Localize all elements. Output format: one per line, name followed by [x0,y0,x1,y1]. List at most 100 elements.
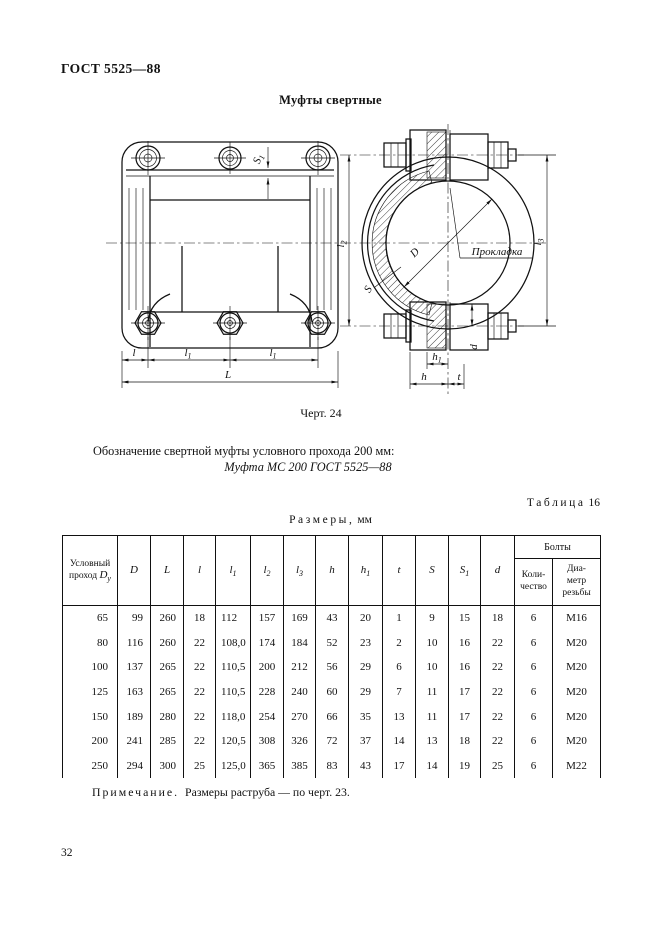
table-cell: 17 [448,704,481,729]
table-cell: 326 [283,728,316,754]
table-cell: 29 [348,679,383,705]
table-cell: 17 [448,679,481,705]
table-cell: 29 [348,655,383,680]
table-cell: 250 [62,753,118,779]
table-cell: М20 [551,728,602,754]
table-note: Примечание. Размеры раструба — по черт. … [92,785,350,799]
table-cell: 163 [117,679,151,705]
figure-drawing: S1 l l1 l1 L l2 D S [106,124,556,396]
col-header-D: D [117,535,151,606]
col-header-l2: l2 [250,535,284,606]
dim-label-t: t [457,371,461,383]
table-cell: 22 [480,679,515,705]
table-cell: 300 [150,753,184,779]
standard-number: ГОСТ 5525—88 [61,61,161,76]
dim-label-l: l [132,347,135,359]
table-cell: 7 [382,679,416,705]
col-header-S1: S1 [448,535,481,606]
table-cell: 37 [348,728,383,754]
table-cell: 56 [315,655,349,680]
table-cell: 6 [514,605,553,631]
col-header-h1: h1 [348,535,383,606]
table-cell: 52 [315,630,349,656]
table-cell: 241 [117,728,151,754]
table-cell: 280 [150,704,184,729]
table-cell: 16 [448,655,481,680]
col-header-l3: l3 [283,535,316,606]
table-cell: 270 [283,704,316,729]
table-cell: 260 [150,605,184,631]
col-header-bolt-qty: Коли- чество [514,558,553,606]
table-cell: 22 [183,679,216,705]
figure-caption: Черт. 24 [300,406,342,420]
table-cell: 110,5 [215,679,251,705]
table-cell: 6 [514,728,553,754]
table-cell: 22 [480,728,515,754]
dim-label-h: h [421,371,427,383]
table-cell: 25 [183,753,216,779]
table-title: Размеры, мм [289,514,372,526]
table-cell: 110,5 [215,655,251,680]
table-cell: 19 [448,753,481,779]
dim-label-D: D [407,246,422,261]
table-cell: 365 [250,753,284,779]
bottom-nuts [131,306,335,340]
dim-label-h1: h1 [432,351,442,365]
table-cell: 22 [183,728,216,754]
dimensions-table: Условный проход Dу D L l l1 l2 l3 h h1 t… [62,535,602,779]
dim-label-l2: l2 [335,240,349,247]
table-cell: 125,0 [215,753,251,779]
table-cell: 308 [250,728,284,754]
page-number: 32 [61,847,73,859]
table-cell: 112 [215,605,251,631]
dim-label-S: S [362,284,375,295]
col-header-d: d [480,535,515,606]
table-cell: 200 [62,728,118,754]
table-cell: 240 [283,679,316,705]
table-cell: 10 [415,630,449,656]
table-cell: 10 [415,655,449,680]
table-cell: 116 [117,630,151,656]
table-cell: 125 [62,679,118,705]
table-cell: 11 [415,704,449,729]
col-header-t: t [382,535,416,606]
table-cell: 294 [117,753,151,779]
table-cell: 14 [382,728,416,754]
table-cell: 99 [117,605,151,631]
table-cell: 6 [514,704,553,729]
table-cell: 43 [348,753,383,779]
col-header-L: L [150,535,184,606]
table-cell: 174 [250,630,284,656]
dim-label-l1a: l1 [184,347,191,361]
table-cell: 118,0 [215,704,251,729]
col-group-bolts: Болты [513,535,602,559]
table-cell: 137 [117,655,151,680]
table-cell: 14 [415,753,449,779]
table-cell: 43 [315,605,349,631]
table-cell: М20 [551,630,602,656]
dim-label-s1: S1 [251,152,267,166]
table-cell: 6 [514,655,553,680]
col-header-S: S [415,535,449,606]
table-cell: 18 [480,605,515,631]
table-cell: 22 [183,630,216,656]
table-cell: М20 [551,655,602,680]
table-cell: 157 [250,605,284,631]
table-cell: 23 [348,630,383,656]
dimension-lines: S1 l l1 l1 L l2 D S [121,147,556,389]
table-cell: 60 [315,679,349,705]
col-header-h: h [315,535,349,606]
table-cell: 385 [283,753,316,779]
table-cell: 184 [283,630,316,656]
top-bolts [131,141,335,175]
table-label: Таблица 16 [526,497,600,509]
table-cell: 285 [150,728,184,754]
dim-label-l1b: l1 [269,347,276,361]
